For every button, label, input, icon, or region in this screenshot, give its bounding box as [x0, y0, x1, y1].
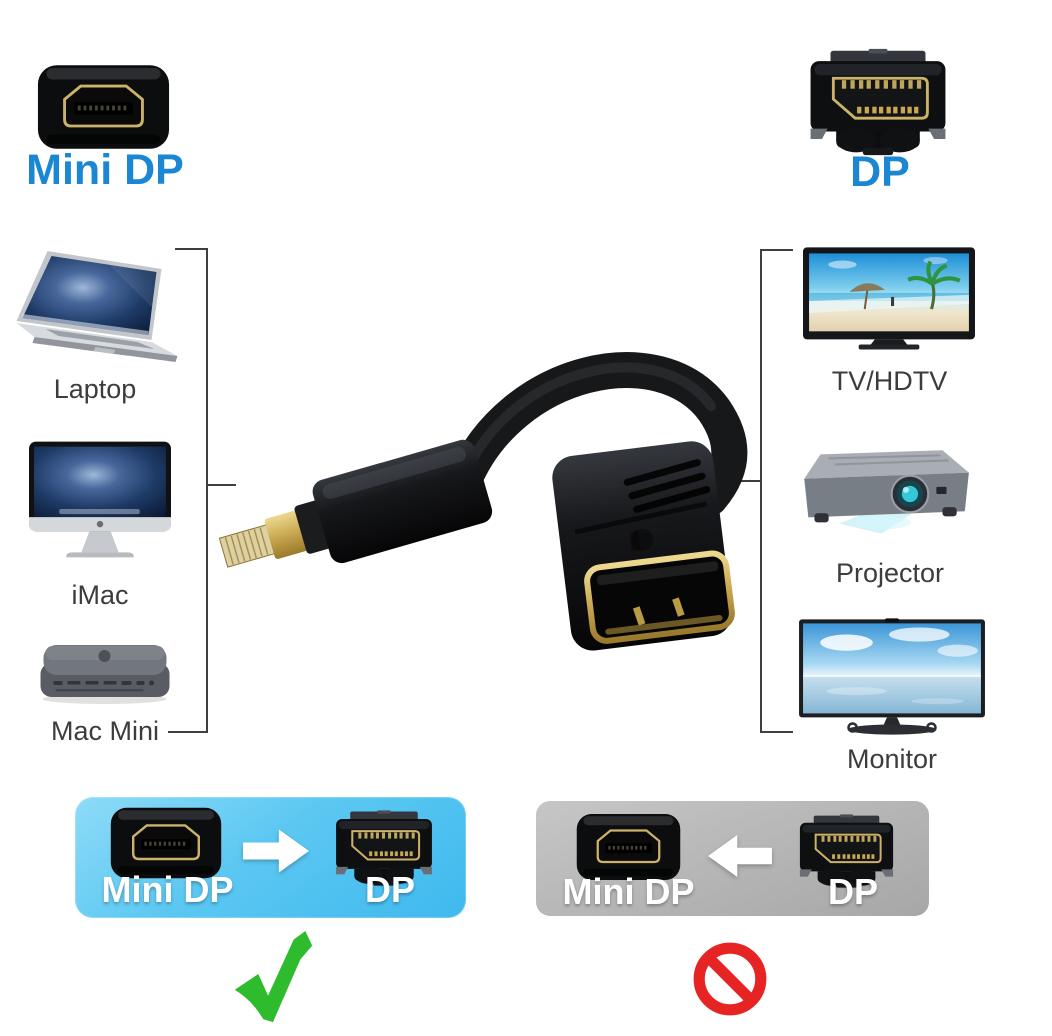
checkmark-icon: [234, 930, 313, 1023]
compatible-box-dp-label: DP: [364, 869, 415, 910]
bracket-right-top-tick: [760, 249, 793, 251]
compatible-box-minidp-label: Mini DP: [101, 869, 234, 910]
dp-header-label: DP: [850, 148, 910, 196]
tv-image: [803, 247, 975, 350]
incompatible-box-dp-label: DP: [827, 871, 878, 912]
mac-mini-image: [40, 645, 170, 704]
monitor-image: [799, 618, 985, 735]
imac-label: iMac: [71, 580, 129, 610]
mac-mini-label: Mac Mini: [50, 716, 159, 746]
bracket-left-vertical: [206, 248, 208, 733]
monitor-label: Monitor: [846, 744, 938, 774]
dp-female-connector: [552, 441, 735, 651]
laptop-image: [16, 251, 178, 362]
adapter-cable-photo: [218, 352, 748, 651]
bracket-right-vertical: [760, 249, 762, 733]
mini-dp-male-plug: [218, 439, 493, 568]
projector-label: Projector: [835, 558, 945, 588]
imac-image: [29, 441, 171, 558]
bracket-right-bottom-tick: [760, 731, 793, 733]
arrow-right-icon: [243, 829, 309, 873]
projector-image: [804, 450, 969, 534]
incompatible-direction-box: Mini DP DP: [536, 801, 929, 916]
tv-label: TV/HDTV: [831, 366, 948, 396]
bracket-left-middle-tick: [208, 484, 236, 486]
bracket-left-bottom-tick: [168, 731, 208, 733]
mini-dp-header-label: Mini DP: [26, 146, 184, 194]
compatible-direction-box: Mini DP DP: [75, 797, 466, 918]
dp-plug-icon: [802, 48, 954, 156]
arrow-left-icon: [708, 835, 772, 877]
bracket-left-top-tick: [175, 248, 208, 250]
no-symbol-icon: [693, 942, 767, 1016]
incompatible-box-minidp-label: Mini DP: [562, 871, 695, 912]
laptop-label: Laptop: [53, 374, 137, 404]
mini-dp-port-icon: [37, 64, 170, 150]
